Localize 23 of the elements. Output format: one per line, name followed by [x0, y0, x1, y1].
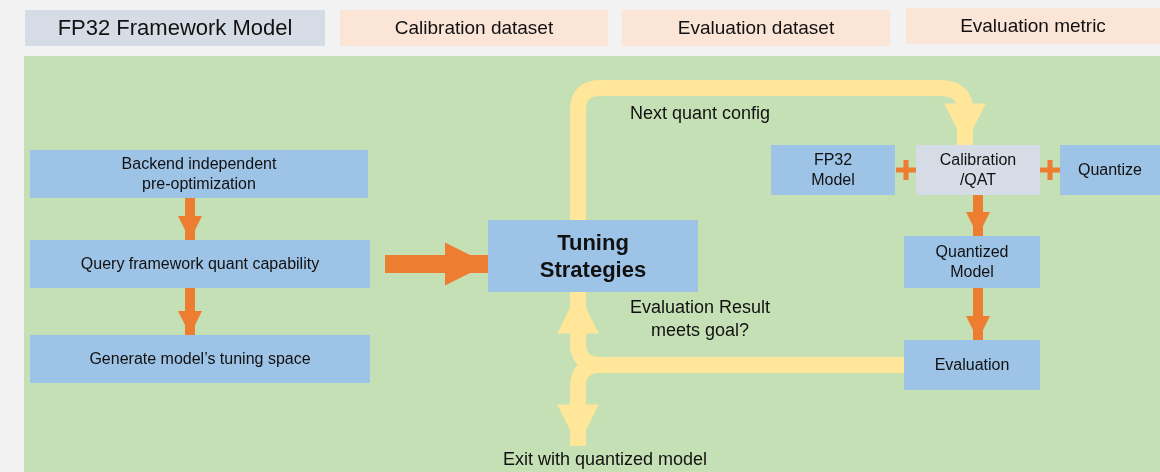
process-box: Evaluation	[904, 340, 1040, 390]
process-box: Backend independent pre-optimization	[30, 150, 368, 198]
input-box: Calibration dataset	[340, 10, 608, 46]
process-box: FP32 Model	[771, 145, 895, 195]
edge-label: Evaluation Result meets goal?	[628, 296, 772, 341]
process-box: Calibration /QAT	[916, 145, 1040, 195]
process-box: Query framework quant capability	[30, 240, 370, 288]
process-box: Quantized Model	[904, 236, 1040, 288]
arrow	[178, 288, 202, 335]
arrow	[570, 80, 986, 220]
input-box: Evaluation dataset	[622, 10, 890, 46]
arrow	[178, 198, 202, 240]
arrow	[966, 288, 990, 340]
panel-background	[24, 56, 1160, 472]
exit-label: Exit with quantized model	[450, 446, 760, 472]
arrow	[966, 195, 990, 236]
arrow	[385, 242, 488, 286]
process-box: Generate model’s tuning space	[30, 335, 370, 383]
title-box: FP32 Framework Model	[25, 10, 325, 46]
edge-label: Next quant config	[628, 102, 772, 125]
input-box: Evaluation metric	[906, 8, 1160, 44]
process-box: Quantize	[1060, 145, 1160, 195]
process-box: Tuning Strategies	[488, 220, 698, 292]
